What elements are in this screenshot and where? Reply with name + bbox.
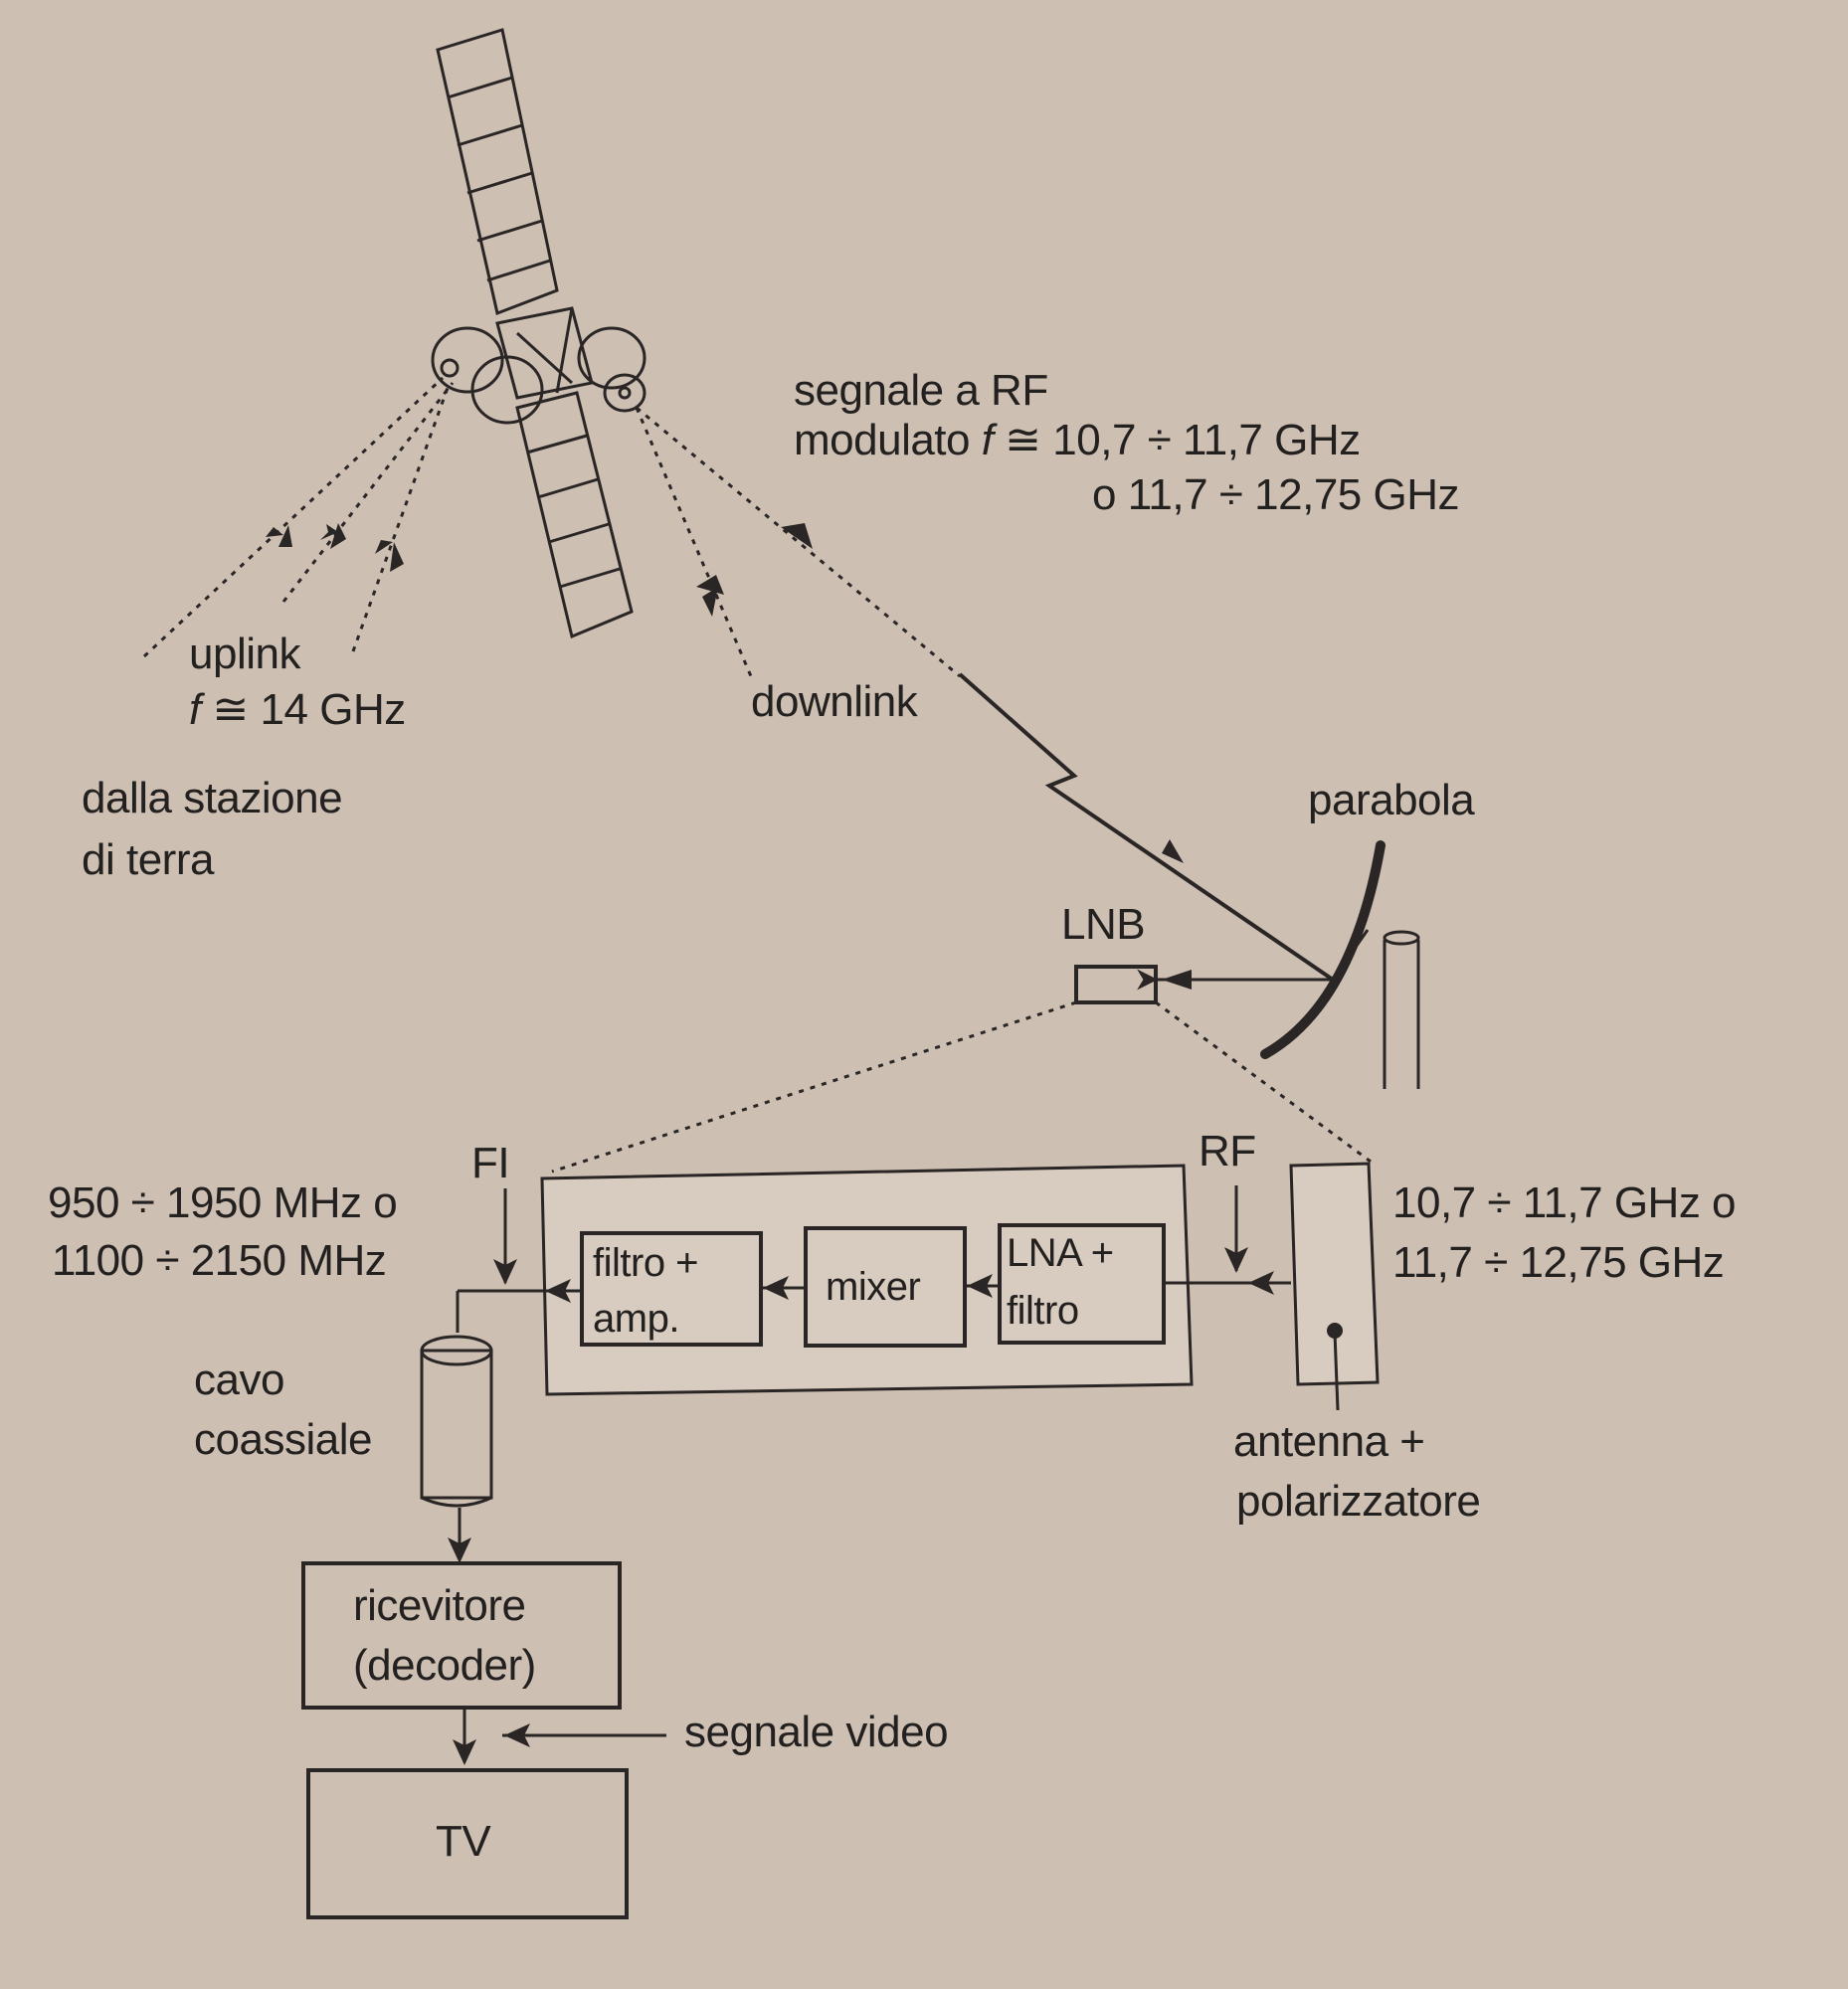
downlink-label: downlink <box>751 677 918 726</box>
rf-frequency-line2: 11,7 ÷ 12,75 GHz <box>1392 1238 1725 1287</box>
rf-label: RF <box>1199 1127 1256 1175</box>
ground-station-label-line2: di terra <box>82 835 214 884</box>
lna-label-line2: filtro <box>1007 1289 1079 1333</box>
lna-label-line1: LNA + <box>1007 1231 1114 1275</box>
solar-panel-lower <box>515 391 634 639</box>
downlink-arrow-1 <box>696 575 724 617</box>
lnb-zoom-lines <box>551 1000 1372 1174</box>
rf-frequency-line1: 10,7 ÷ 11,7 GHz o <box>1392 1178 1737 1227</box>
tv-box <box>306 1768 629 1919</box>
uplink-label: uplink <box>189 630 300 678</box>
uplink-arrow-3 <box>375 540 404 572</box>
downlink-zigzag <box>958 672 1335 982</box>
coax-label-line2: coassiale <box>194 1415 372 1464</box>
mixer-label: mixer <box>826 1265 921 1309</box>
parabola-dish-icon <box>1260 840 1420 1089</box>
lnb-unit <box>1074 965 1333 1004</box>
fi-label: FI <box>471 1139 510 1187</box>
downlink-beams <box>635 406 961 678</box>
receiver-box <box>301 1561 622 1710</box>
fi-frequency-line2: 1100 ÷ 2150 MHz <box>52 1236 387 1285</box>
satellite-icon <box>431 28 647 639</box>
coax-cable-icon <box>420 1291 493 1563</box>
downlink-arrow-2 <box>781 523 813 549</box>
lnb-detail <box>458 1162 1380 1411</box>
receiver-label-line1: ricevitore <box>353 1581 526 1630</box>
tv-label: TV <box>436 1817 491 1866</box>
solar-panel-upper <box>436 28 559 316</box>
coax-label-line1: cavo <box>194 1356 284 1404</box>
uplink-beams <box>142 376 455 658</box>
rf-signal-label-line1: segnale a RF <box>794 366 1048 415</box>
zigzag-arrow <box>1162 839 1184 863</box>
antenna-label-line1: antenna + <box>1233 1417 1425 1466</box>
fi-frequency-line1: 950 ÷ 1950 MHz o <box>48 1178 398 1227</box>
filter-amp-label-line2: amp. <box>593 1297 679 1341</box>
parabola-label: parabola <box>1308 776 1475 824</box>
filter-amp-label-line1: filtro + <box>593 1241 699 1285</box>
lna-box <box>998 1223 1166 1345</box>
uplink-arrow-1 <box>266 525 292 547</box>
rf-signal-label-line3: o 11,7 ÷ 12,75 GHz <box>1092 470 1460 519</box>
ground-station-label-line1: dalla stazione <box>82 774 343 822</box>
receiver-label-line2: (decoder) <box>353 1641 536 1690</box>
antenna-label-line2: polarizzatore <box>1236 1477 1481 1526</box>
lnb-arrow <box>1162 970 1192 990</box>
uplink-arrow-2 <box>320 523 346 549</box>
rf-signal-label-line2: modulato f ≅ 10,7 ÷ 11,7 GHz <box>794 416 1361 464</box>
lnb-label: LNB <box>1061 900 1146 949</box>
uplink-frequency-label: f ≅ 14 GHz <box>189 685 406 734</box>
video-signal-label: segnale video <box>684 1708 949 1756</box>
satellite-body <box>431 306 647 425</box>
